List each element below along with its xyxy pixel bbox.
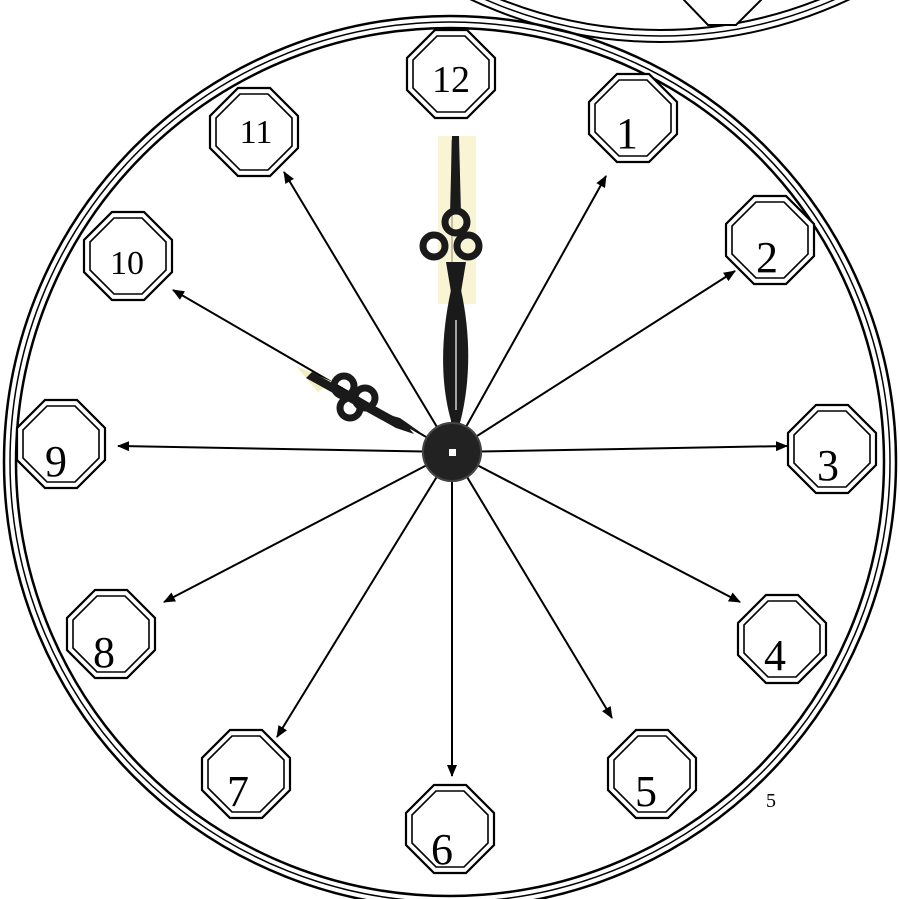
hour-badge-6: 6 [406, 785, 494, 874]
hour-badge-3: 3 [788, 405, 876, 493]
center-hub [422, 422, 482, 482]
hour-number-8: 8 [93, 628, 115, 677]
hour-number-4: 4 [764, 631, 786, 680]
hour-number-6: 6 [431, 825, 453, 874]
hour-hand [296, 366, 420, 434]
arrow-7 [277, 452, 452, 737]
hour-badge-4: 4 [738, 595, 826, 683]
arrow-9 [118, 446, 452, 452]
slide-number: 5 [766, 790, 806, 813]
hour-number-10: 10 [110, 245, 144, 282]
hour-badge-11: 11 [210, 88, 298, 176]
hour-number-11: 11 [240, 114, 273, 151]
hour-number-2: 2 [756, 233, 778, 282]
hour-badge-1: 1 [589, 74, 677, 162]
arrow-2 [452, 271, 735, 452]
arrow-4 [452, 452, 740, 602]
hour-badge-2: 2 [726, 196, 814, 284]
hour-number-3: 3 [817, 441, 839, 490]
arrow-5 [452, 452, 612, 718]
hour-badge-8: 8 [67, 590, 155, 678]
minute-hand [423, 136, 479, 430]
hour-number-7: 7 [227, 767, 249, 816]
hour-number-9: 9 [45, 437, 67, 486]
hour-number-1: 1 [616, 109, 638, 158]
hour-badge-10: 10 [84, 212, 172, 300]
arrow-3 [452, 446, 787, 452]
hour-badge-9: 9 [17, 400, 105, 488]
hour-badge-12: 12 [407, 30, 495, 118]
hour-number-5: 5 [635, 767, 657, 816]
arrow-8 [164, 452, 452, 602]
hour-badge-5: 5 [608, 730, 696, 818]
hour-number-12: 12 [432, 59, 470, 101]
hour-badge-7: 7 [202, 730, 290, 818]
